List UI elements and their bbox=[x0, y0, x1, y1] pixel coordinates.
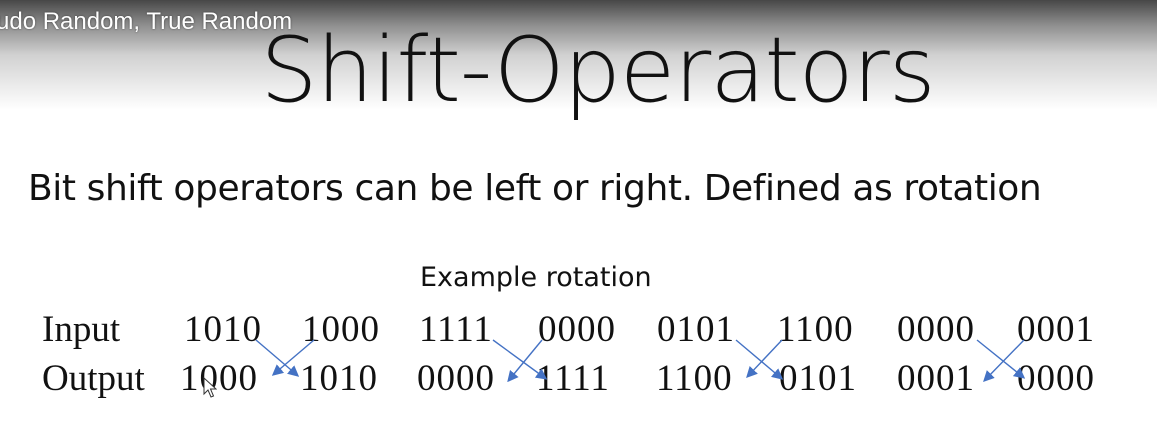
input-nibble: 0101 bbox=[657, 309, 735, 350]
swap-arrow-icon bbox=[746, 339, 783, 379]
output-nibble: 0000 bbox=[1017, 358, 1095, 399]
slide-subtitle: Bit shift operators can be left or right… bbox=[28, 168, 1042, 209]
input-nibble: 0001 bbox=[1017, 309, 1095, 350]
input-nibble: 1111 bbox=[419, 309, 493, 350]
input-nibble: 0000 bbox=[897, 309, 975, 350]
output-nibble: 1111 bbox=[536, 358, 610, 399]
output-label: Output bbox=[42, 358, 145, 399]
output-nibble: 1000 bbox=[180, 358, 258, 399]
output-nibble: 0000 bbox=[417, 358, 495, 399]
example-label: Example rotation bbox=[420, 262, 652, 293]
mouse-pointer-icon bbox=[203, 377, 217, 398]
swap-arrow-icon bbox=[255, 339, 300, 377]
swap-arrow-icon bbox=[735, 339, 784, 380]
title-overlay-gradient bbox=[0, 0, 1157, 110]
swap-arrow-icon bbox=[492, 339, 548, 380]
output-nibble: 0001 bbox=[897, 358, 975, 399]
swap-arrow-icon bbox=[507, 339, 543, 383]
slide-title: Shift-Operators bbox=[260, 18, 935, 123]
output-nibble: 1010 bbox=[300, 358, 378, 399]
swap-arrow-icon bbox=[983, 339, 1025, 383]
input-nibble: 0000 bbox=[538, 309, 616, 350]
video-title[interactable]: udo Random, True Random bbox=[0, 8, 293, 35]
input-nibble: 1000 bbox=[302, 309, 380, 350]
input-nibble: 1010 bbox=[184, 309, 262, 350]
swap-arrow-icon bbox=[271, 339, 315, 376]
swap-arrow-icon bbox=[976, 339, 1026, 379]
input-nibble: 1100 bbox=[777, 309, 854, 350]
output-nibble: 1100 bbox=[656, 358, 733, 399]
output-nibble: 0101 bbox=[779, 358, 857, 399]
input-label: Input bbox=[42, 309, 121, 350]
